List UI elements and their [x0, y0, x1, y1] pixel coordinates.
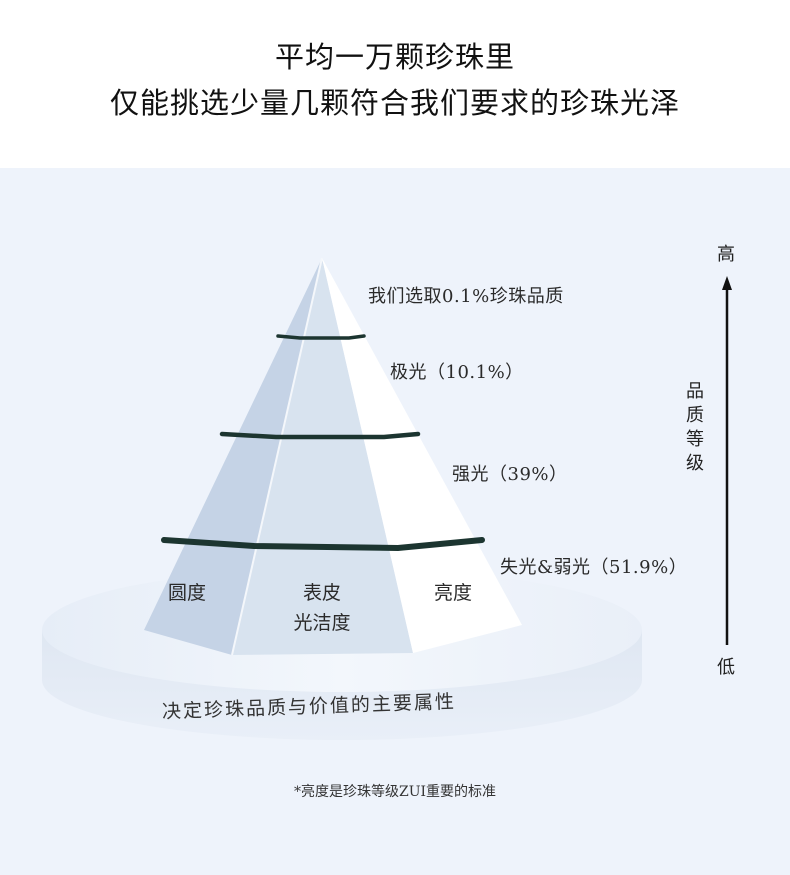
face-label-luster: 亮度	[434, 582, 473, 604]
tier-label-aurora: 极光（10.1%）	[390, 362, 524, 383]
title-line-1: 平均一万颗珍珠里	[274, 40, 515, 74]
left-face	[144, 258, 322, 655]
band-line-1	[276, 334, 366, 340]
pyramid	[144, 257, 522, 656]
title-line-2: 仅能挑选少量几颗符合我们要求的珍珠光泽	[109, 86, 680, 120]
face-label-roundness: 圆度	[168, 582, 207, 604]
axis-label-high: 高	[717, 244, 735, 265]
axis-label-low: 低	[717, 657, 735, 678]
header: 平均一万颗珍珠里 仅能挑选少量几颗符合我们要求的珍珠光泽	[0, 0, 790, 168]
right-face	[322, 258, 522, 653]
tier-label-weak: 失光&弱光（51.9%）	[500, 557, 688, 578]
tier-label-strong: 强光（39%）	[452, 464, 568, 485]
face-label-surface-line2: 光洁度	[293, 612, 351, 634]
center-face	[232, 258, 413, 655]
arrow-up-icon	[722, 276, 732, 645]
footnote: *亮度是珍珠等级ZUI重要的标准	[293, 784, 497, 800]
face-label-surface-line1: 表皮	[302, 582, 341, 604]
band-line-3	[161, 537, 485, 552]
face-label-surface: 表皮 光洁度	[282, 578, 362, 638]
tier-label-top: 我们选取0.1%珍珠品质	[368, 286, 564, 307]
band-line-2	[219, 431, 421, 440]
axis-title: 品质等级	[686, 381, 704, 474]
